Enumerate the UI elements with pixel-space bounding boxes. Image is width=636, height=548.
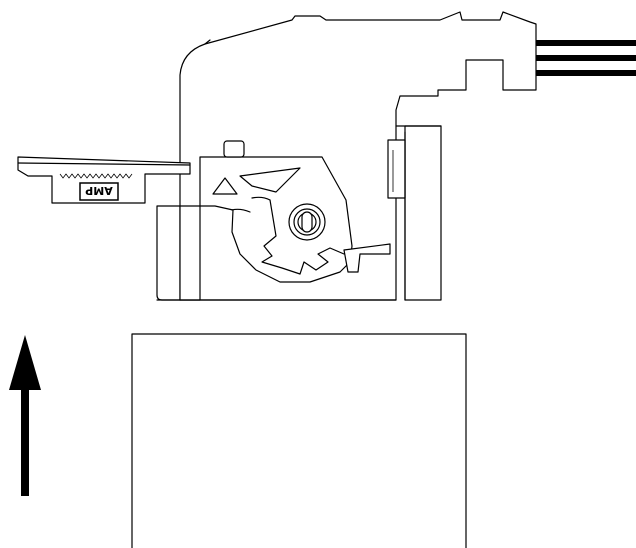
indicator-triangle <box>212 177 238 195</box>
cam-plate <box>199 140 353 283</box>
mating-block <box>131 333 467 548</box>
grip-serrations <box>59 173 133 179</box>
cam-window <box>239 167 301 193</box>
arrow-head-icon <box>9 335 41 390</box>
release-knob <box>223 140 245 158</box>
lower-body <box>156 205 397 301</box>
insertion-arrow <box>9 335 41 496</box>
arrow-shaft <box>21 388 29 496</box>
pivot-screw <box>288 203 326 241</box>
wire-2 <box>536 55 636 61</box>
gear-sector <box>261 199 345 275</box>
side-rail <box>387 125 442 301</box>
amp-logo: AMP <box>79 182 119 201</box>
wire-bundle <box>536 40 636 76</box>
latch-hook <box>343 243 391 273</box>
latch-lever: AMP <box>17 156 191 204</box>
wire-1 <box>536 40 636 46</box>
wire-3 <box>536 70 636 76</box>
amp-logo-text: AMP <box>85 184 113 197</box>
